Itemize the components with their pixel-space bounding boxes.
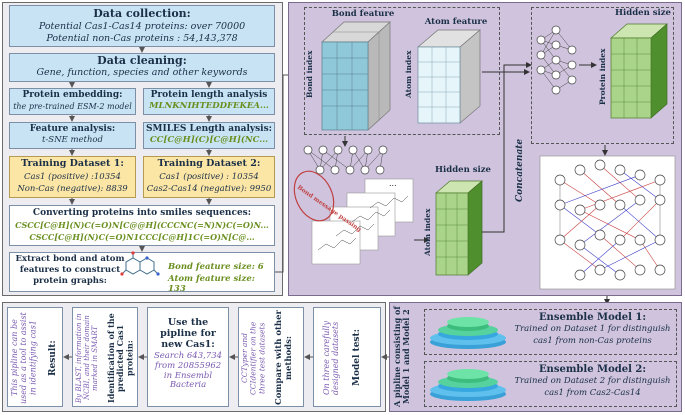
bond-index-label: Bond index — [305, 50, 314, 98]
atom-index-label-top: Atom index — [404, 50, 413, 99]
training-dataset-2-positive: Cas1 (positive) : 10354 — [159, 172, 259, 182]
graph-network-edges — [559, 164, 661, 276]
atom-index-label-mid: Atom index — [423, 208, 432, 257]
training-dataset-1-box: Training Dataset 1: Cas1 (positive) :103… — [9, 156, 136, 198]
non-cas-count: Potential non-Cas proteins : 54,143,378 — [46, 33, 238, 44]
pipeline-use-title: Use the pipline for new Cas1: — [160, 317, 216, 350]
ensemble-model-1-line1: Trained on Dataset 1 for distinguish — [514, 324, 671, 334]
smiles-sequence-2: CSCC[C@H](N)C(=O)N1CCC[C@H]1C(=O)N[C@... — [29, 233, 255, 242]
protein-index-label: Protein index — [598, 48, 607, 105]
training-dataset-2-negative: Cas2-Cas14 (negative): 9950 — [146, 184, 272, 194]
bond-feature-size: Bond feature size: 6 — [168, 262, 264, 272]
protein-embedding-title: Protein embedding: — [22, 90, 123, 100]
graph-network-nodes — [554, 159, 666, 281]
data-cleaning-box: Data cleaning: Gene, function, species a… — [9, 53, 275, 82]
smiles-length-seq: CC[C@H](C)[C@H](NC... — [149, 135, 269, 145]
pipeline-use-box: Use the pipline for new Cas1: Search 643… — [147, 307, 229, 407]
training-dataset-2-box: Training Dataset 2: Cas1 (positive) : 10… — [143, 156, 275, 198]
graph-construction-box: Extract bond and atom features to constr… — [9, 252, 275, 294]
training-dataset-1-positive: Cas1 (positive) :10354 — [24, 172, 121, 182]
compare-box: Compare with other methods: CCTyper and … — [238, 307, 304, 407]
concatenate-label: Concatenate — [515, 139, 525, 202]
feature-analysis-title: Feature analysis: — [29, 124, 116, 134]
protein-length-box: Protein length analysis MLNKNIHTEDDFEKEA… — [143, 88, 275, 115]
smiles-length-title: SMILES Length analysis: — [146, 124, 272, 134]
atom-feature-label: Atom feature — [424, 17, 488, 27]
disk-stack-2 — [430, 369, 506, 401]
hidden-size-group — [531, 7, 674, 144]
hidden-size-cube-top — [610, 23, 668, 119]
ensemble-model-2-box — [424, 361, 677, 407]
identification-box: Identification of the predicted Cas1 pro… — [72, 307, 138, 407]
feature-analysis-desc: t-SNE method — [42, 135, 103, 145]
smiles-conversion-box: Converting proteins into smiles sequence… — [9, 205, 275, 246]
bond-feature-label: Bond feature — [331, 9, 395, 19]
ensemble-model-2-title: Ensemble Model 2: — [538, 364, 647, 375]
ensemble-model-1-title: Ensemble Model 1: — [538, 312, 647, 323]
data-collection-title: Data collection: — [93, 7, 191, 20]
data-cleaning-title: Data cleaning: — [97, 54, 187, 67]
training-dataset-1-title: Training Dataset 1: — [21, 158, 124, 169]
cas-count: Potential Cas1-Cas14 proteins: over 7000… — [38, 21, 246, 32]
smiles-length-box: SMILES Length analysis: CC[C@H](C)[C@H](… — [143, 122, 275, 149]
result-box: This pipline can be used as a tool to as… — [7, 307, 63, 407]
hidden-size-cube-mid — [435, 180, 483, 276]
ensemble-model-2-line2: cas1 from Cas2-Cas14 — [544, 388, 641, 398]
data-cleaning-desc: Gene, function, species and other keywor… — [36, 67, 248, 78]
bond-feature-cube — [321, 21, 391, 131]
extract-line-1: Extract bond and atom — [15, 254, 125, 264]
cards-ellipsis: ... — [389, 179, 397, 188]
smiles-conversion-title: Converting proteins into smiles sequence… — [32, 208, 252, 218]
hidden-size-label-top: Hidden size — [615, 8, 671, 18]
disk-stack-1 — [430, 317, 506, 349]
extract-line-3: protein graphs: — [33, 276, 107, 286]
extract-line-2: features to construct — [19, 265, 121, 275]
ensemble-model-1-box — [424, 309, 677, 355]
protein-length-seq: MLNKNIHTEDDFEKEA... — [149, 101, 269, 111]
bond-atom-feature-group — [304, 7, 500, 135]
pipeline-use-desc: Search 643,734 from 20855962 in Ensembl … — [153, 351, 223, 391]
ensemble-model-1-line2: cas1 from non-Cas proteins — [533, 336, 652, 346]
model-test-box: Model test: On three carefully designed … — [313, 307, 381, 407]
ensemble-model-2-line1: Trained on Dataset 2 for distinguish — [514, 376, 671, 386]
training-dataset-2-title: Training Dataset 2: — [157, 158, 261, 169]
protein-embedding-desc: the pre-trained ESM-2 model — [13, 102, 132, 111]
data-collection-box: Data collection: Potential Cas1-Cas14 pr… — [9, 5, 275, 47]
hidden-size-label-mid: Hidden size — [435, 165, 491, 175]
smiles-sequence-1: CSCC[C@H](N)C(=O)N[C@@H](CCCNC(=N)N)C(=O… — [15, 221, 269, 230]
protein-embedding-box: Protein embedding: the pre-trained ESM-2… — [9, 88, 136, 115]
protein-length-title: Protein length analysis — [150, 90, 268, 100]
molecule-graph-cards — [311, 178, 414, 265]
atom-feature-size: Atom feature size: 133 — [168, 274, 255, 294]
bond-message-ellipse — [293, 170, 335, 222]
feature-analysis-box: Feature analysis: t-SNE method — [9, 122, 136, 149]
training-dataset-1-negative: Non-Cas (negative): 8839 — [17, 184, 128, 194]
atom-feature-cube — [417, 29, 481, 124]
